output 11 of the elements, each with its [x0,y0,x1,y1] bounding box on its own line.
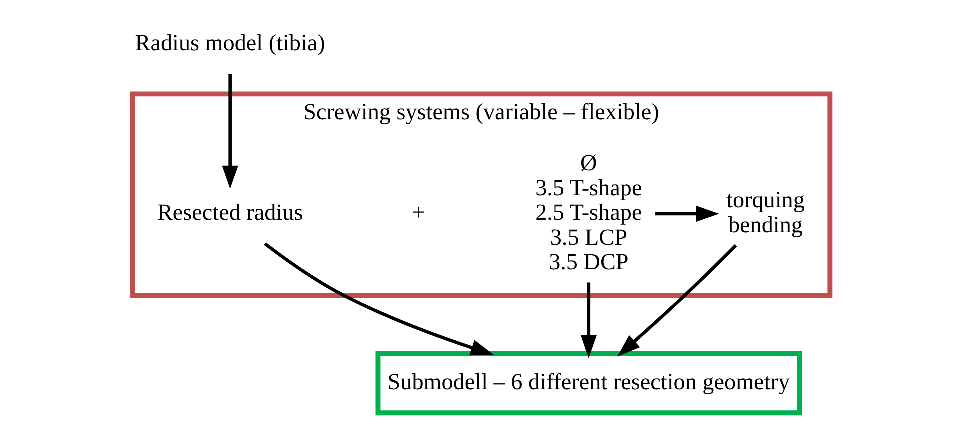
node-text: Ø 3.5 T-shape 2.5 T-shape 3.5 LCP 3.5 DCP [535,150,642,276]
node-text: torquing bending [726,188,804,239]
node-text: Resected radius [156,200,303,226]
arrow [222,74,238,190]
node-box: Submodell – 6 different resection geometry [375,351,802,416]
label: + [412,200,425,226]
arrow [264,242,494,356]
arrow [616,244,737,357]
arrow [580,282,597,358]
node-text: Radius model (tibia) [134,30,325,57]
arrow [654,206,719,222]
